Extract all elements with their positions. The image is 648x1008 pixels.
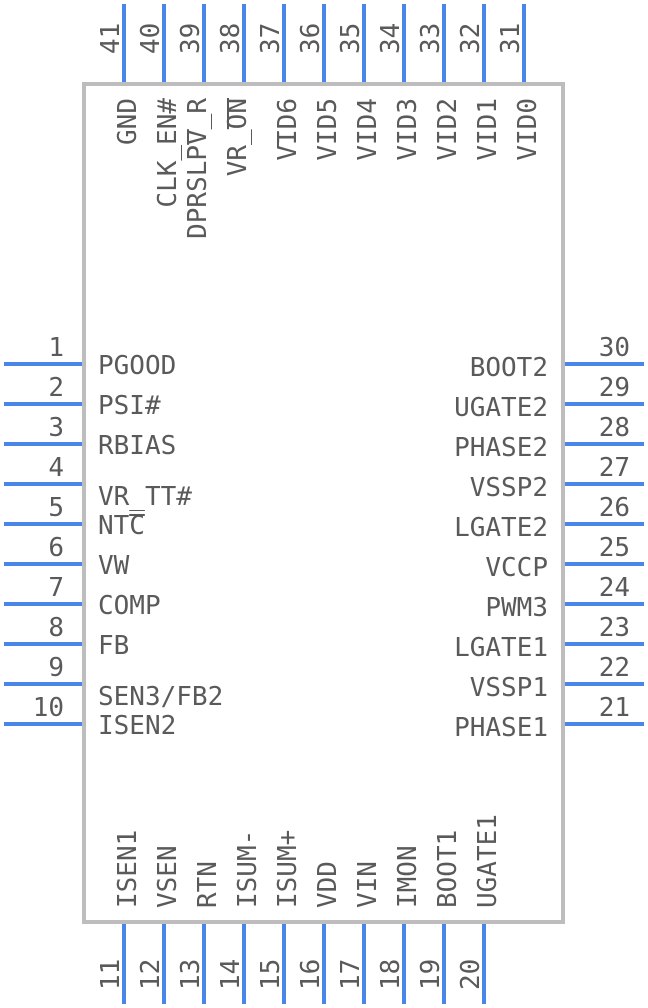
pin-label-gnd: GND [113, 98, 143, 145]
pin-number-40: 40 [136, 23, 166, 54]
pin-number-9: 9 [48, 653, 64, 683]
pin-number-32: 32 [456, 23, 486, 54]
pin-label-vin: VIN [353, 861, 383, 908]
pin-number-35: 35 [336, 23, 366, 54]
pin-label-pwm3: PWM3 [485, 593, 548, 623]
pin-number-28: 28 [599, 413, 630, 443]
pin-number-15: 15 [256, 959, 286, 990]
pin-label-vid1: VID1 [473, 98, 503, 161]
pin-label-vssp2: VSSP2 [470, 473, 548, 503]
pin-number-11: 11 [96, 959, 126, 990]
pin-number-8: 8 [48, 613, 64, 643]
pin-label-vid5: VID5 [313, 98, 343, 161]
pin-label-isen1: ISEN1 [113, 830, 143, 908]
pin-label-clk-en-: CLK_EN# [153, 98, 183, 208]
pin-label-vw: VW [98, 551, 130, 581]
pin-number-2: 2 [48, 373, 64, 403]
pin-number-22: 22 [599, 653, 630, 683]
pin-label-ugate2: UGATE2 [454, 393, 548, 423]
pin-label-vid0: VID0 [513, 98, 543, 161]
pin-label-phase1: PHASE1 [454, 713, 548, 743]
pin-label-rtn: RTN [193, 861, 223, 908]
pin-number-41: 41 [96, 23, 126, 54]
pin-label-boot1: BOOT1 [433, 830, 463, 908]
labels-layer: 1PGOOD2PSI#3RBIAS4VR_TT#5NTC6VW7COMP8FB9… [33, 23, 630, 990]
pin-label-rbias: RBIAS [98, 431, 176, 461]
pin-label-lgate2: LGATE2 [454, 513, 548, 543]
pin-number-30: 30 [599, 333, 630, 363]
pin-number-26: 26 [599, 493, 630, 523]
pin-label-phase2: PHASE2 [454, 433, 548, 463]
pin-number-38: 38 [216, 23, 246, 54]
pin-number-39: 39 [176, 23, 206, 54]
pin-number-6: 6 [48, 533, 64, 563]
pin-number-7: 7 [48, 573, 64, 603]
pin-label-lgate1: LGATE1 [454, 633, 548, 663]
pin-number-23: 23 [599, 613, 630, 643]
pin-number-24: 24 [599, 573, 630, 603]
pin-number-29: 29 [599, 373, 630, 403]
pin-label-isen2: ISEN2 [98, 711, 176, 741]
pin-number-34: 34 [376, 23, 406, 54]
pin-number-4: 4 [48, 453, 64, 483]
pin-number-31: 31 [496, 23, 526, 54]
pin-number-25: 25 [599, 533, 630, 563]
pin-number-13: 13 [176, 959, 206, 990]
pin-label-vsen: VSEN [153, 845, 183, 908]
pin-number-36: 36 [296, 23, 326, 54]
pin-number-37: 37 [256, 23, 286, 54]
pin-number-14: 14 [216, 959, 246, 990]
pin-label-isum-: ISUM- [233, 830, 263, 908]
pin-label-fb: FB [98, 631, 129, 661]
pin-label-ugate1: UGATE1 [473, 814, 503, 908]
pins-layer [4, 4, 644, 1004]
pin-number-1: 1 [48, 333, 64, 363]
pin-label-isum-: ISUM+ [273, 830, 303, 908]
pin-number-20: 20 [456, 959, 486, 990]
pin-number-33: 33 [416, 23, 446, 54]
pin-label-vid6: VID6 [273, 98, 303, 161]
pin-number-27: 27 [599, 453, 630, 483]
pin-label-vssp1: VSSP1 [470, 673, 548, 703]
pin-label-psi-: PSI# [98, 391, 161, 421]
ic-body-outline [82, 82, 565, 924]
pin-number-18: 18 [376, 959, 406, 990]
pin-number-16: 16 [296, 959, 326, 990]
pin-label-dprslpv-r: DPRSLPV_R [183, 98, 213, 239]
pin-label-vr-tt-: VR_TT# [98, 482, 192, 512]
pin-label-vid2: VID2 [433, 98, 463, 161]
pin-label-vid4: VID4 [353, 98, 383, 161]
pin-number-5: 5 [48, 493, 64, 523]
pin-number-12: 12 [136, 959, 166, 990]
pin-label-comp: COMP [98, 591, 161, 621]
pin-number-10: 10 [33, 693, 64, 723]
pin-label-sen3-fb2: SEN3/FB2 [98, 682, 223, 712]
pin-label-imon: IMON [393, 845, 423, 908]
pin-number-19: 19 [416, 959, 446, 990]
pin-label-vdd: VDD [313, 861, 343, 908]
pin-label-vccp: VCCP [485, 553, 548, 583]
pin-number-21: 21 [599, 693, 630, 723]
pin-label-pgood: PGOOD [98, 351, 176, 381]
pin-label-boot2: BOOT2 [470, 353, 548, 383]
pin-number-3: 3 [48, 413, 64, 443]
pin-label-vid3: VID3 [393, 98, 423, 161]
pin-number-17: 17 [336, 959, 366, 990]
